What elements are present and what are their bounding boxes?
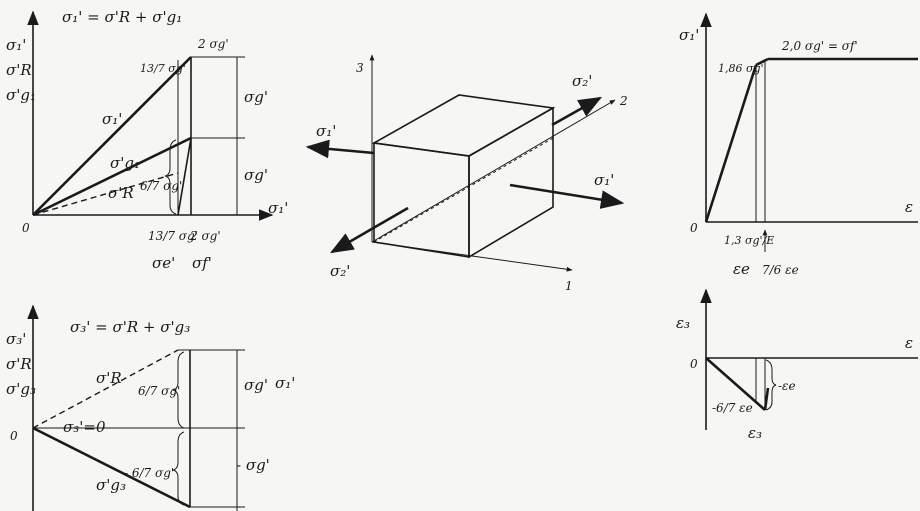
bl-dim-bottom-label: - σg' bbox=[236, 456, 270, 474]
bl-frac-pos: 6/7 σg' bbox=[138, 384, 180, 398]
cube-hidden-edge bbox=[373, 137, 554, 243]
br-right-mark: -εe bbox=[778, 379, 796, 393]
tl-x-sub-2: σf' bbox=[192, 254, 212, 272]
br-brace bbox=[765, 359, 777, 411]
bl-brace-bottom bbox=[172, 431, 185, 506]
tr-curve-elastic bbox=[704, 64, 758, 223]
tl-x-tick-2: 2 σg' bbox=[189, 229, 221, 243]
tr-yield-mark: 1,86 σg' bbox=[718, 62, 764, 75]
tl-y-label-3: σ'g₁ bbox=[6, 86, 36, 104]
br-left-mark: -6/7 εe bbox=[712, 401, 753, 415]
cube-front-face bbox=[373, 142, 470, 258]
tl-x-axis-label: σ₁' bbox=[268, 199, 288, 217]
bl-y-label-2: σ'R bbox=[6, 355, 32, 373]
cube-label-sigma1-left: σ₁' bbox=[316, 122, 336, 140]
tl-label-sigma1: σ₁' bbox=[102, 110, 122, 128]
top-left-diagram: σ₁' = σ'R + σ'g₁ σ₁' σ'R σ'g₁ σ₁' 0 2 σg… bbox=[6, 8, 288, 272]
tl-frac-13-7: 13/7 σg' bbox=[140, 62, 186, 75]
top-right-diagram: σ₁' ε 0 1,86 σg' 2,0 σg' = σf' 1,3 σg'/E… bbox=[679, 12, 918, 278]
tl-line-sigmag1 bbox=[32, 136, 192, 217]
bottom-right-diagram: ε₃ ε 0 -6/7 εe -εe ε₃ bbox=[676, 288, 918, 442]
cube-label-sigma2-bottom: σ₂' bbox=[330, 262, 350, 280]
bl-label-sigmaR: σ'R bbox=[96, 369, 122, 387]
cube-axis-2-label: 2 bbox=[619, 94, 628, 108]
tl-y-label-1: σ₁' bbox=[6, 36, 26, 54]
tr-y-axis-label: σ₁' bbox=[679, 26, 699, 44]
br-origin: 0 bbox=[690, 357, 698, 371]
tl-label-sigmaR: σ'R bbox=[108, 184, 134, 202]
cube-axis-2 bbox=[371, 99, 616, 243]
cube-arrow-sigma2-top bbox=[551, 96, 603, 127]
tr-x-tick: 1,3 σg'/E bbox=[724, 234, 774, 247]
tr-plateau-label: 2,0 σg' = σf' bbox=[781, 39, 858, 53]
bl-label-sigmag3: σ'g₃ bbox=[96, 476, 126, 494]
tl-label-sigmag1: σ'g₁ bbox=[110, 154, 140, 172]
tl-equation: σ₁' = σ'R + σ'g₁ bbox=[62, 8, 182, 26]
bottom-left-diagram: σ₃' = σ'R + σ'g₃ σ₃' σ'R σ'g₃ 0 σ₁' σ'R … bbox=[6, 304, 295, 511]
tl-line-sigmaR bbox=[32, 172, 179, 216]
cube-label-sigma2-top: σ₂' bbox=[572, 72, 592, 90]
bl-line-sigmaR bbox=[32, 349, 179, 429]
tl-kink-line bbox=[177, 137, 192, 216]
bl-zero-label: σ₃'=0 bbox=[63, 418, 106, 436]
tl-dim-bottom-label: σg' bbox=[244, 166, 268, 184]
cube-side-face bbox=[468, 106, 554, 259]
tl-brace bbox=[164, 139, 177, 215]
tl-x-sub-1: σe' bbox=[152, 254, 175, 272]
bl-frac-neg: - 6/7 σg' bbox=[124, 466, 174, 480]
br-curve-label: ε₃ bbox=[748, 424, 762, 442]
tr-origin: 0 bbox=[690, 221, 698, 235]
tl-dim-top-label: σg' bbox=[244, 88, 268, 106]
tl-top-mark: 2 σg' bbox=[197, 37, 229, 51]
bl-y-label-3: σ'g₃ bbox=[6, 380, 36, 398]
tr-x-axis-label: ε bbox=[905, 198, 913, 216]
tl-y-label-2: σ'R bbox=[6, 61, 32, 79]
tr-curve-knee bbox=[755, 57, 769, 67]
tl-frac-6-7: 6/7 σg' bbox=[140, 179, 182, 193]
cube-arrow-sigma1-right bbox=[509, 183, 625, 209]
br-curve-line bbox=[705, 357, 766, 411]
bl-line-sigmag3 bbox=[32, 426, 191, 509]
cube-axis-1-label: 1 bbox=[565, 279, 573, 293]
bl-dim-top-label: σg' bbox=[244, 376, 268, 394]
br-x-axis-label: ε bbox=[905, 334, 913, 352]
bl-equation: σ₃' = σ'R + σ'g₃ bbox=[70, 318, 190, 336]
cube-label-sigma1-right: σ₁' bbox=[594, 171, 614, 189]
tl-x-tick-1: 13/7 σg' bbox=[148, 229, 198, 243]
cube-arrow-sigma2-bottom bbox=[329, 206, 409, 254]
cube-arrow-sigma1-left bbox=[305, 139, 375, 159]
cube-top-face bbox=[371, 94, 556, 157]
cube-axis-3-label: 3 bbox=[356, 61, 364, 75]
tl-line-sigma1 bbox=[32, 56, 192, 216]
br-y-axis-label: ε₃ bbox=[676, 314, 690, 332]
bl-brace-top bbox=[172, 351, 185, 429]
cube-diagram: 3 1 2 σ₁' σ₁' σ₂' σ₂' bbox=[305, 54, 628, 293]
bl-x-axis-label: σ₁' bbox=[275, 374, 295, 392]
tr-x-sub-2: 7/6 εe bbox=[762, 263, 799, 277]
tr-x-sub-1: εe bbox=[733, 260, 750, 278]
bl-origin: 0 bbox=[10, 429, 18, 443]
bl-y-label-1: σ₃' bbox=[6, 330, 26, 348]
tl-origin: 0 bbox=[22, 221, 30, 235]
